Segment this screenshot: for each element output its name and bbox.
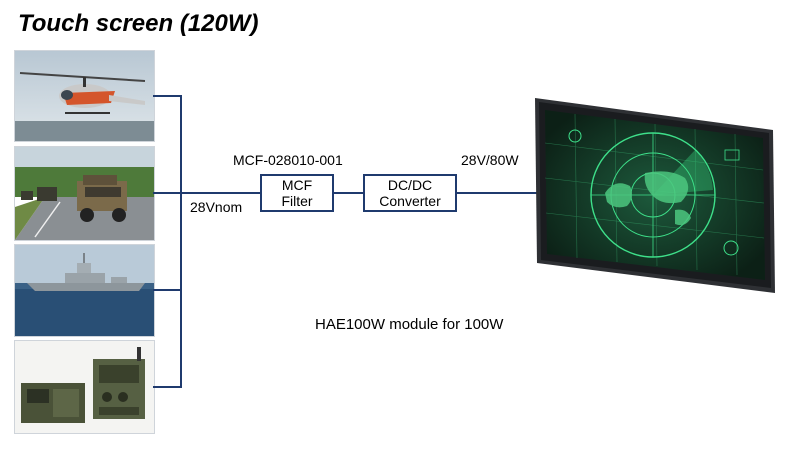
filter-part-number: MCF-028010-001 [233,152,343,168]
radio-equipment-photo [14,340,155,434]
wire-stub-vehicle [153,192,182,194]
wire-stub-ship [153,289,182,291]
converter-to-display-wire [457,192,539,194]
dc-dc-converter-block: DC/DC Converter [363,174,457,212]
military-vehicle-photo [14,146,155,241]
bus-to-filter-wire [180,192,260,194]
naval-ship-photo [14,244,155,337]
mcf-filter-block: MCF Filter [260,174,334,212]
bus-voltage-label: 28Vnom [190,199,243,215]
wire-stub-radio [153,386,182,388]
module-note: HAE100W module for 100W [315,316,504,333]
wire-stub-helicopter [153,95,182,97]
converter-line1: DC/DC [387,177,433,193]
filter-line1: MCF [281,177,313,193]
diagram-title: Touch screen (120W) [18,10,259,37]
filter-to-converter-wire [334,192,363,194]
output-power-label: 28V/80W [461,152,519,168]
radar-display-monitor [535,98,775,293]
filter-line2: Filter [281,193,313,209]
helicopter-photo [14,50,155,142]
converter-line2: Converter [379,193,441,209]
power-bus-wire [180,95,182,388]
